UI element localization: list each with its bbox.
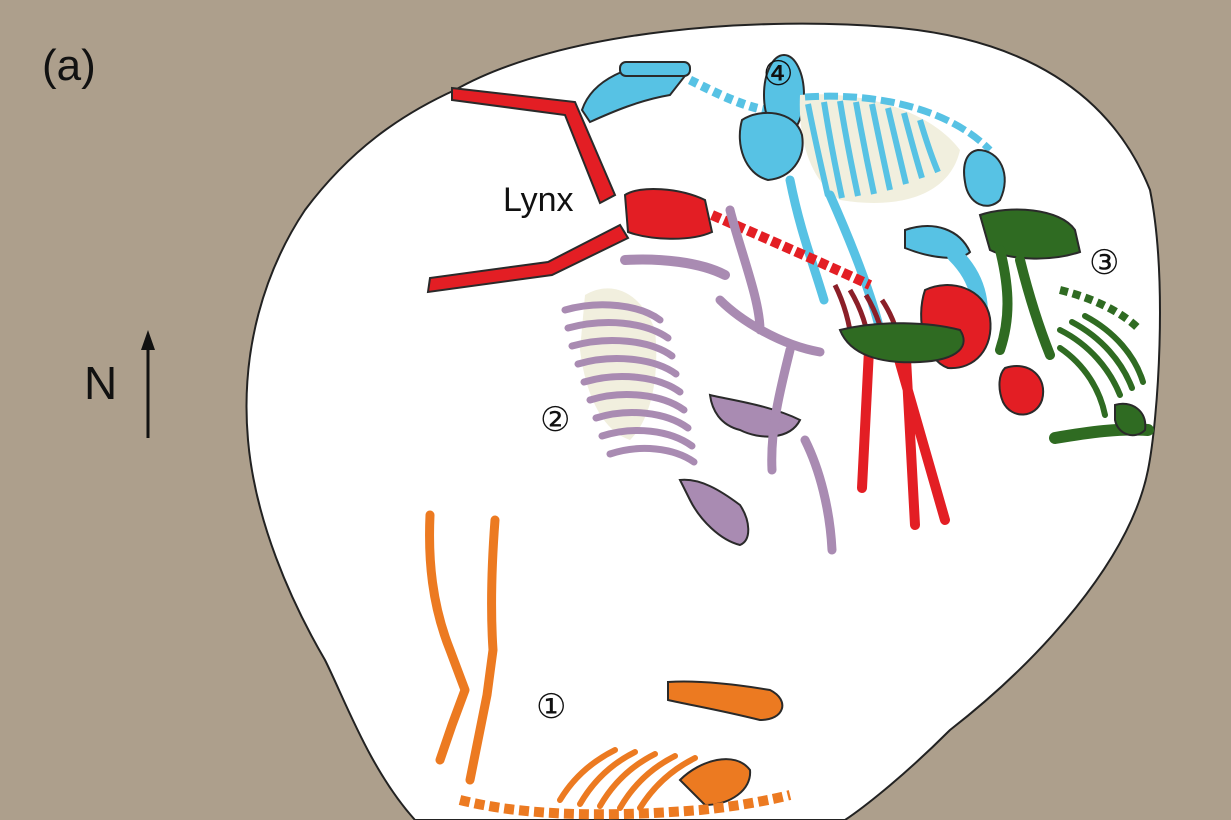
north-label: N xyxy=(84,360,117,406)
lynx-label: Lynx xyxy=(503,183,574,217)
individual-4-label: ④ xyxy=(763,57,793,91)
individual-1-label: ① xyxy=(536,690,566,724)
individual-2-label: ② xyxy=(540,403,570,437)
panel-label: (a) xyxy=(42,44,96,88)
ind4-limb xyxy=(620,62,690,76)
individual-3-label: ③ xyxy=(1089,246,1119,280)
lynx-scapula xyxy=(999,366,1043,414)
lynx-pelvis xyxy=(625,189,712,239)
